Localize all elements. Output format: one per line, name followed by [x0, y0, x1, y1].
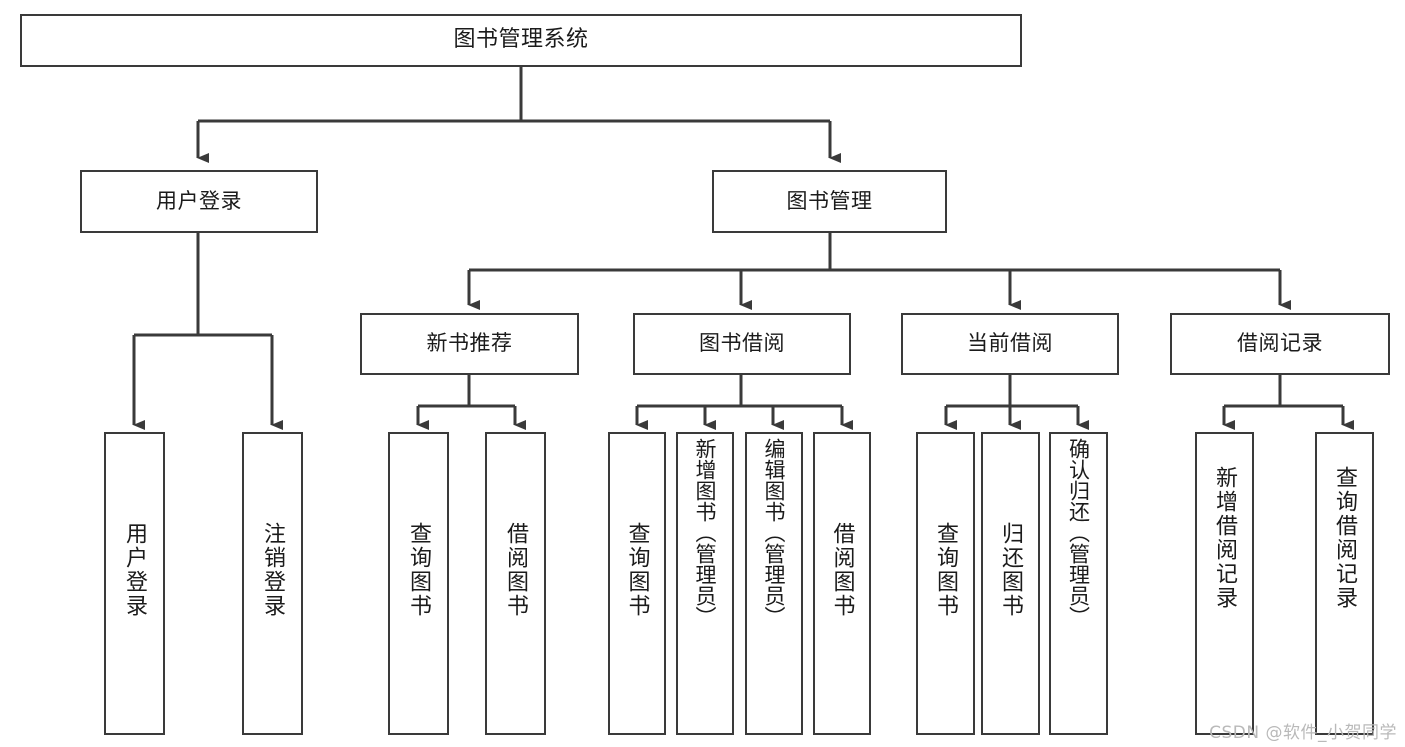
node-label: 编辑图书（管理员） — [762, 438, 787, 627]
node-label: 用户登录 — [156, 188, 242, 213]
node-label: 查询图书 — [624, 522, 650, 618]
node-label: 查询图书 — [933, 522, 959, 618]
node-label: 注销登录 — [260, 522, 286, 618]
node-label: 查询图书 — [406, 522, 432, 618]
node-book-borrow[interactable]: 图书借阅 — [633, 313, 851, 375]
node-label: 图书管理 — [786, 188, 873, 213]
node-leaf-add-book-admin[interactable]: 新增图书（管理员） — [676, 432, 734, 735]
node-leaf-borrow-book-recommend[interactable]: 借阅图书 — [485, 432, 546, 735]
node-label: 用户登录 — [122, 522, 148, 618]
node-label: 新增图书（管理员） — [693, 438, 718, 627]
node-user-login[interactable]: 用户登录 — [80, 170, 318, 233]
node-label: 借阅图书 — [503, 522, 529, 618]
node-leaf-query-book-recommend[interactable]: 查询图书 — [388, 432, 449, 735]
node-label: 图书借阅 — [699, 331, 785, 356]
node-leaf-edit-book-admin[interactable]: 编辑图书（管理员） — [745, 432, 803, 735]
node-leaf-query-book-borrow[interactable]: 查询图书 — [608, 432, 666, 735]
node-label: 确认归还（管理员） — [1066, 438, 1091, 627]
node-leaf-confirm-return-admin[interactable]: 确认归还（管理员） — [1049, 432, 1108, 735]
node-label: 当前借阅 — [967, 331, 1053, 356]
node-label: 新增借阅记录 — [1212, 466, 1238, 610]
node-new-book-recommend[interactable]: 新书推荐 — [360, 313, 579, 375]
node-current-borrow[interactable]: 当前借阅 — [901, 313, 1119, 375]
node-label: 归还图书 — [998, 522, 1024, 618]
node-root-book-management-system[interactable]: 图书管理系统 — [20, 14, 1022, 67]
node-label: 图书管理系统 — [453, 27, 589, 53]
node-leaf-return-book[interactable]: 归还图书 — [981, 432, 1040, 735]
node-leaf-borrow-book-borrow[interactable]: 借阅图书 — [813, 432, 871, 735]
node-borrow-record[interactable]: 借阅记录 — [1170, 313, 1390, 375]
node-leaf-query-borrow-record[interactable]: 查询借阅记录 — [1315, 432, 1374, 735]
node-leaf-query-book-current[interactable]: 查询图书 — [916, 432, 975, 735]
node-leaf-add-borrow-record[interactable]: 新增借阅记录 — [1195, 432, 1254, 735]
node-label: 借阅图书 — [829, 522, 855, 618]
node-label: 新书推荐 — [426, 331, 513, 356]
node-book-management[interactable]: 图书管理 — [712, 170, 947, 233]
node-label: 查询借阅记录 — [1332, 466, 1358, 610]
csdn-watermark: CSDN @软件_小贺同学 — [1209, 723, 1397, 743]
node-leaf-logout-login[interactable]: 注销登录 — [242, 432, 303, 735]
node-leaf-user-login[interactable]: 用户登录 — [104, 432, 165, 735]
node-label: 借阅记录 — [1237, 331, 1323, 356]
